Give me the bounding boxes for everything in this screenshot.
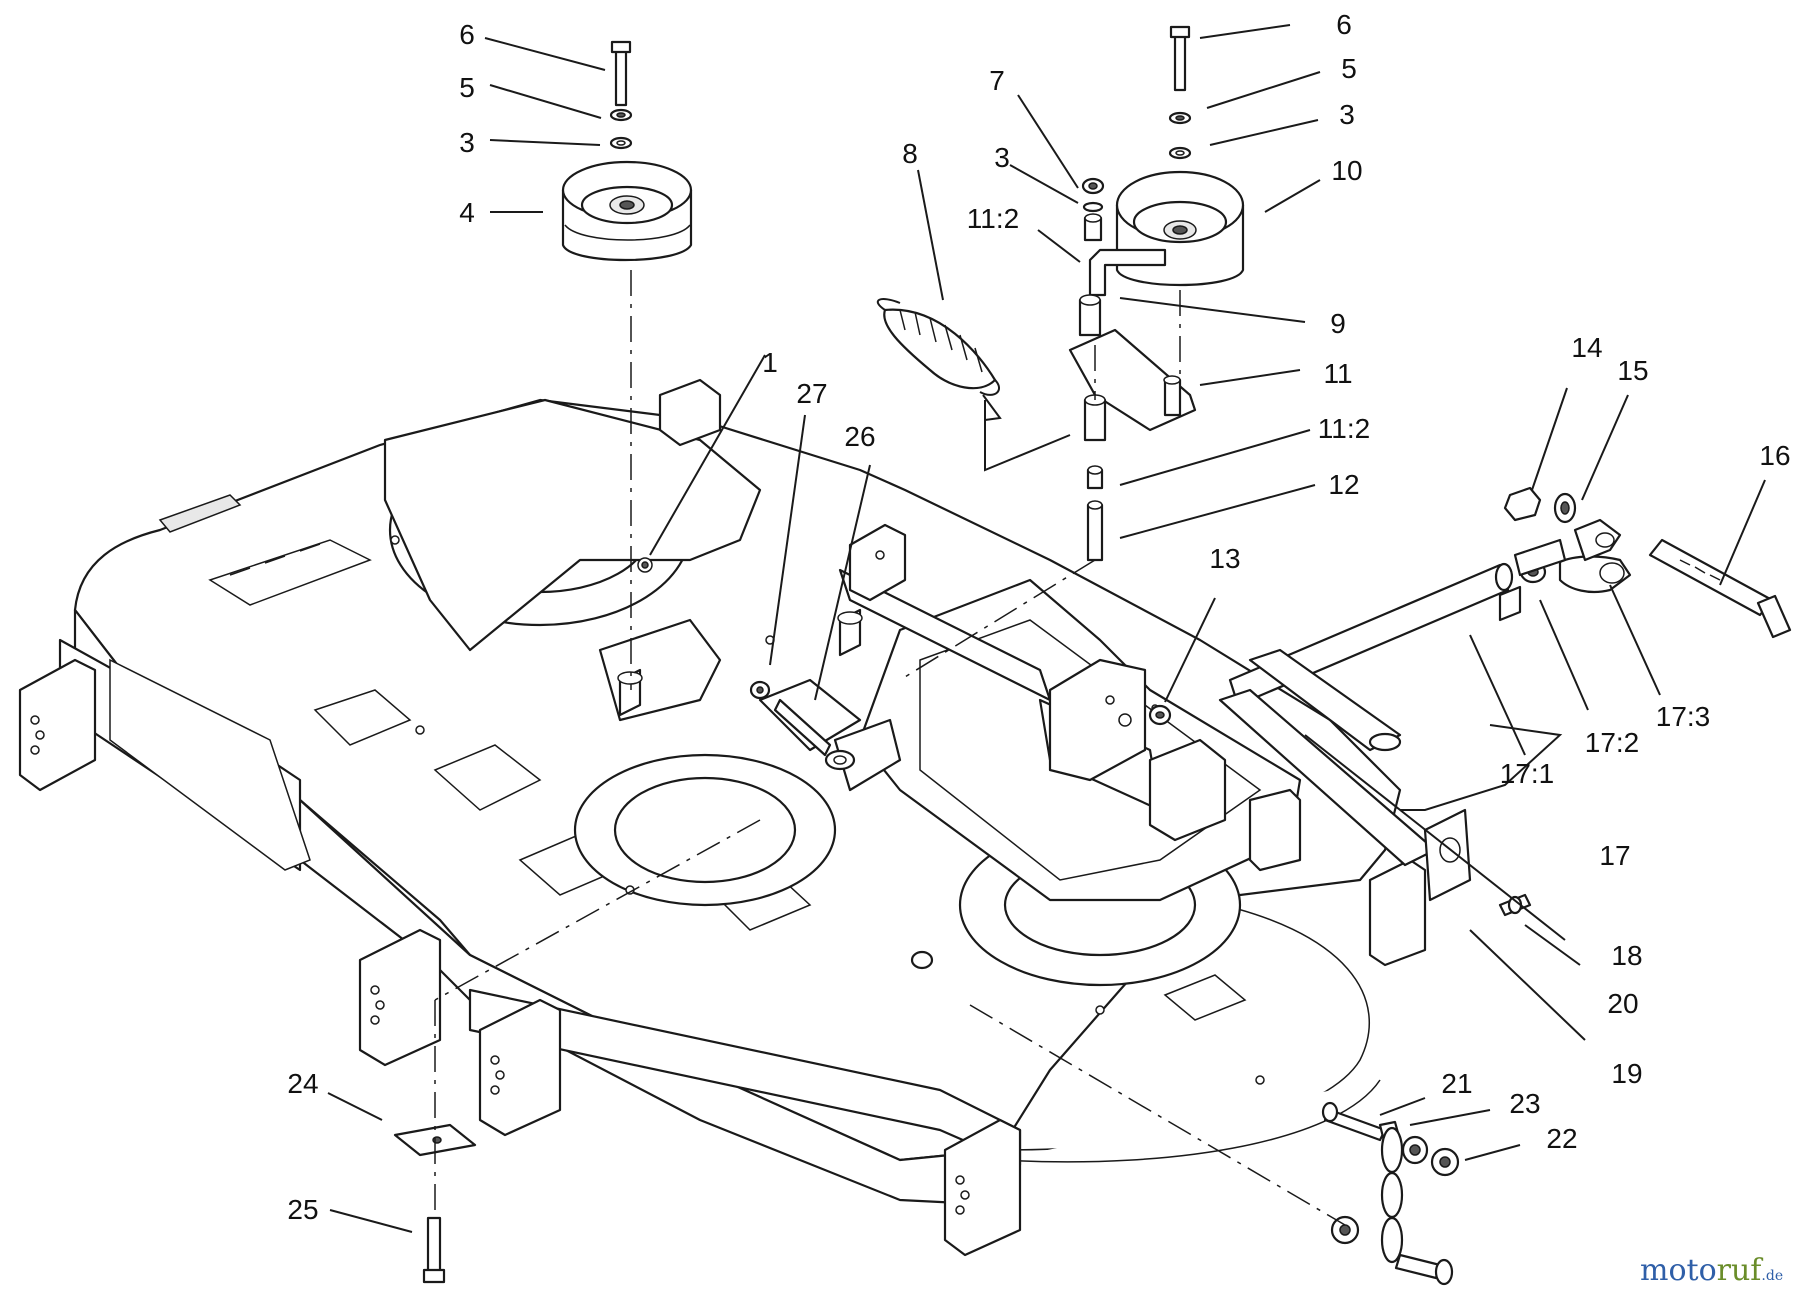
callout-11-2: 11:2 bbox=[967, 203, 1019, 234]
svg-text:motoruf.de: motoruf.de bbox=[1640, 1253, 1783, 1288]
callout-17-3: 17:3 bbox=[1656, 701, 1711, 732]
callout-24: 24 bbox=[287, 1068, 318, 1099]
watermark-logo: motoruf.de bbox=[1640, 1253, 1783, 1288]
callout-6: 6 bbox=[459, 19, 475, 50]
idler-arm bbox=[1068, 177, 1197, 562]
callout-27: 27 bbox=[796, 378, 827, 409]
callout-3: 3 bbox=[994, 142, 1010, 173]
chain-assembly bbox=[1321, 1101, 1460, 1286]
callout-19: 19 bbox=[1611, 1058, 1642, 1089]
callout-9: 9 bbox=[1330, 308, 1346, 339]
callout-18: 18 bbox=[1611, 940, 1642, 971]
callout-23: 23 bbox=[1509, 1088, 1540, 1119]
callout-17: 17 bbox=[1599, 840, 1630, 871]
callout-13: 13 bbox=[1209, 543, 1240, 574]
callout-17-2: 17:2 bbox=[1585, 727, 1640, 758]
callout-25: 25 bbox=[287, 1194, 318, 1225]
leader-lines bbox=[327, 24, 1766, 1233]
callout-1: 1 bbox=[762, 347, 778, 378]
callout-14: 14 bbox=[1571, 332, 1602, 363]
callout-11: 11 bbox=[1323, 358, 1352, 389]
callout-22: 22 bbox=[1546, 1123, 1577, 1154]
exploded-parts bbox=[393, 25, 1792, 1286]
cross-tube bbox=[1218, 648, 1532, 917]
callout-6: 6 bbox=[1336, 9, 1352, 40]
callout-4: 4 bbox=[459, 197, 475, 228]
callout-7: 7 bbox=[989, 65, 1005, 96]
callout-3: 3 bbox=[459, 127, 475, 158]
callout-11-2: 11:2 bbox=[1318, 413, 1370, 444]
callout-8: 8 bbox=[902, 138, 918, 169]
spring bbox=[876, 298, 1002, 421]
callout-5: 5 bbox=[1341, 53, 1357, 84]
callout-3: 3 bbox=[1339, 99, 1355, 130]
right-pulley bbox=[1115, 25, 1245, 287]
mower-deck bbox=[18, 378, 1427, 1257]
centerlines bbox=[434, 270, 1346, 1226]
callouts: 1 3 3 3 4 5 5 6 6 7 8 9 10 11 11:2 11:2 … bbox=[287, 9, 1790, 1225]
callout-20: 20 bbox=[1607, 988, 1638, 1019]
callout-12: 12 bbox=[1328, 469, 1359, 500]
rod-assembly bbox=[1228, 486, 1792, 707]
callout-26: 26 bbox=[844, 421, 875, 452]
callout-15: 15 bbox=[1617, 355, 1648, 386]
callout-5: 5 bbox=[459, 72, 475, 103]
callout-10: 10 bbox=[1331, 155, 1362, 186]
callout-21: 21 bbox=[1441, 1068, 1472, 1099]
left-pulley bbox=[561, 40, 693, 262]
callout-16: 16 bbox=[1759, 440, 1790, 471]
callout-17-1: 17:1 bbox=[1500, 758, 1555, 789]
